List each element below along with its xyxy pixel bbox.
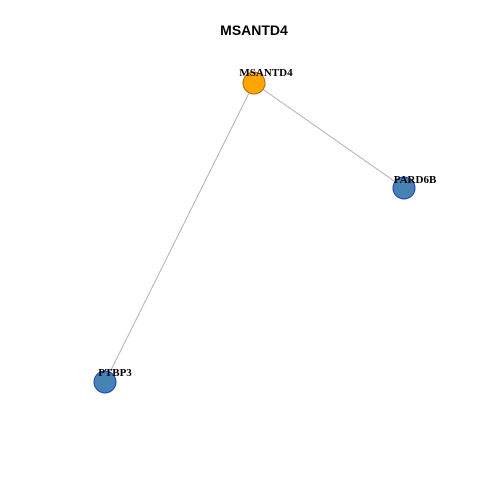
edge-msantd4-ptbp3	[104, 82, 255, 383]
diagram-title: MSANTD4	[220, 22, 288, 38]
node-msantd4	[242, 71, 266, 95]
node-ptbp3	[93, 370, 117, 394]
node-label-msantd4: MSANTD4	[239, 67, 293, 79]
node-pard6b	[392, 176, 416, 200]
node-label-pard6b: PARD6B	[394, 174, 437, 186]
edges-layer	[104, 82, 405, 383]
edge-msantd4-pard6b	[253, 82, 405, 189]
node-label-ptbp3: PTBP3	[98, 367, 132, 379]
